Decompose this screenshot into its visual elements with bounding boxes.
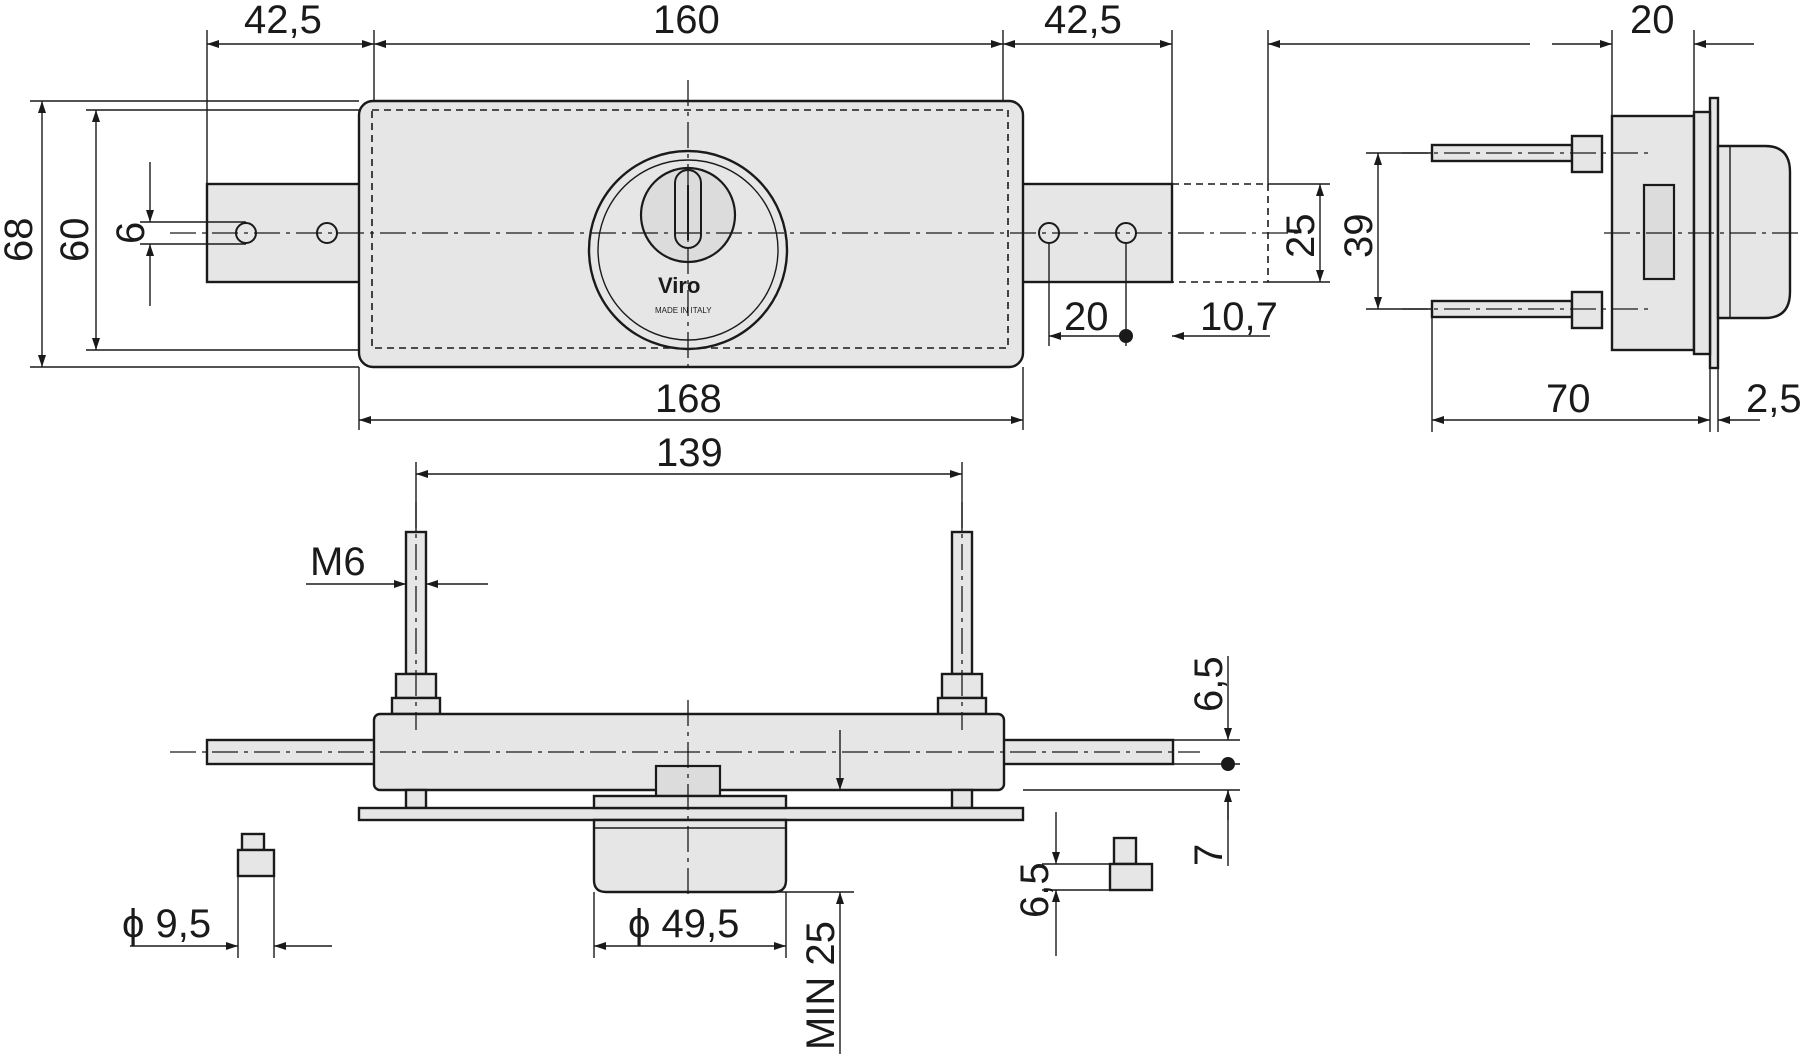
side-nut-bottom xyxy=(1570,290,1604,330)
dim-side-plate: 2,5 xyxy=(1746,377,1802,421)
top-plate xyxy=(357,806,1025,822)
dim-height-inner: 60 xyxy=(53,218,97,263)
top-dimensions: 139 M6 6,5 7 ϕ 9,5 ϕ 49,5 MIN 25 xyxy=(122,431,1240,1054)
brand-tagline: MADE IN ITALY xyxy=(655,306,712,315)
dim-bolt-offset: 6,5 xyxy=(1187,656,1231,712)
dim-bolt-extra: 10,7 xyxy=(1200,295,1278,339)
brand-logo: Viro xyxy=(658,273,700,298)
dim-right-ext: 42,5 xyxy=(1044,0,1122,42)
dim-min-depth: MIN 25 xyxy=(799,921,843,1050)
side-bolt-section xyxy=(1642,183,1676,281)
dim-overall-width: 168 xyxy=(655,377,722,421)
dim-side-depth: 70 xyxy=(1546,377,1591,421)
dim-pin-dia: ϕ 9,5 xyxy=(122,902,211,946)
front-view: Viro MADE IN ITALY xyxy=(170,80,1300,370)
leg-left xyxy=(404,788,428,810)
pin-small-top xyxy=(240,832,266,852)
leg-right xyxy=(950,788,974,810)
dim-pin-spacing: 39 xyxy=(1337,214,1381,259)
dim-height-total: 68 xyxy=(0,218,41,263)
dim-hole-dia: 6 xyxy=(109,222,153,244)
pin-right-top xyxy=(1112,836,1138,866)
side-nut-top xyxy=(1570,134,1604,174)
cylinder-collar xyxy=(592,794,788,810)
dim-hole-to-end: 20 xyxy=(1064,295,1109,339)
dim-plate-offset: 7 xyxy=(1187,844,1231,866)
cylinder-body xyxy=(592,818,788,894)
side-dimensions: 20 39 70 2,5 xyxy=(1337,0,1802,432)
pin-small-base xyxy=(236,848,276,878)
top-view xyxy=(170,502,1235,900)
dim-cylinder-dia: ϕ 49,5 xyxy=(628,902,739,946)
dim-thread: M6 xyxy=(310,540,366,584)
dim-side-thickness: 20 xyxy=(1630,0,1675,42)
dim-bolt-height: 25 xyxy=(1279,214,1323,259)
dim-left-ext: 42,5 xyxy=(244,0,322,42)
dim-body-width: 160 xyxy=(653,0,720,42)
pin-right-base xyxy=(1108,862,1154,892)
side-cylinder-cap xyxy=(1716,144,1792,320)
dim-stud-spacing: 139 xyxy=(656,431,723,475)
dim-pin-height: 6,5 xyxy=(1013,862,1057,918)
front-dimensions: 42,5 160 42,5 68 60 6 25 20 10 xyxy=(0,0,1530,430)
side-view xyxy=(1402,96,1800,370)
